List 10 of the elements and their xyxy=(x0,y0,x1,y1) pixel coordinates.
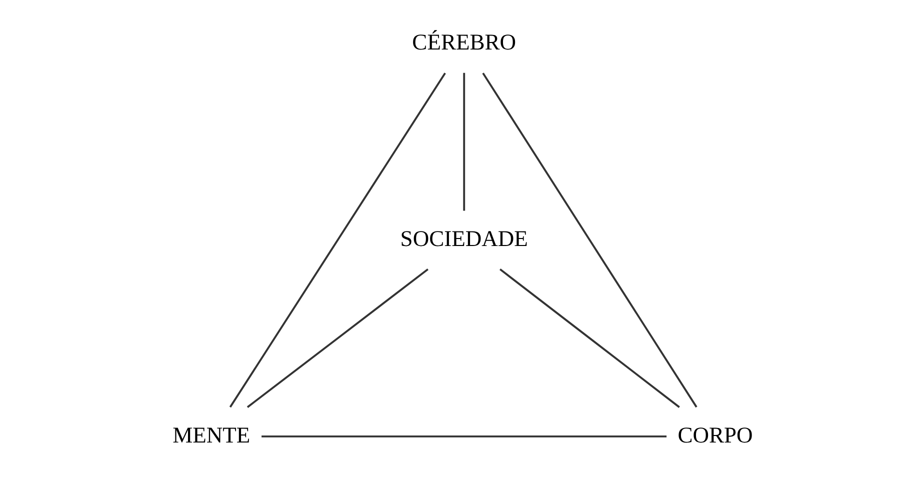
connector xyxy=(261,435,666,438)
connector xyxy=(228,72,446,408)
node-text: CORPO xyxy=(677,422,752,448)
connector xyxy=(499,268,680,408)
node-text: SOCIEDADE xyxy=(400,226,528,251)
connector xyxy=(482,72,697,408)
node-text: MENTE xyxy=(172,422,250,448)
connector xyxy=(246,268,428,408)
node-text: CÉREBRO xyxy=(412,30,516,55)
connector xyxy=(462,72,465,211)
